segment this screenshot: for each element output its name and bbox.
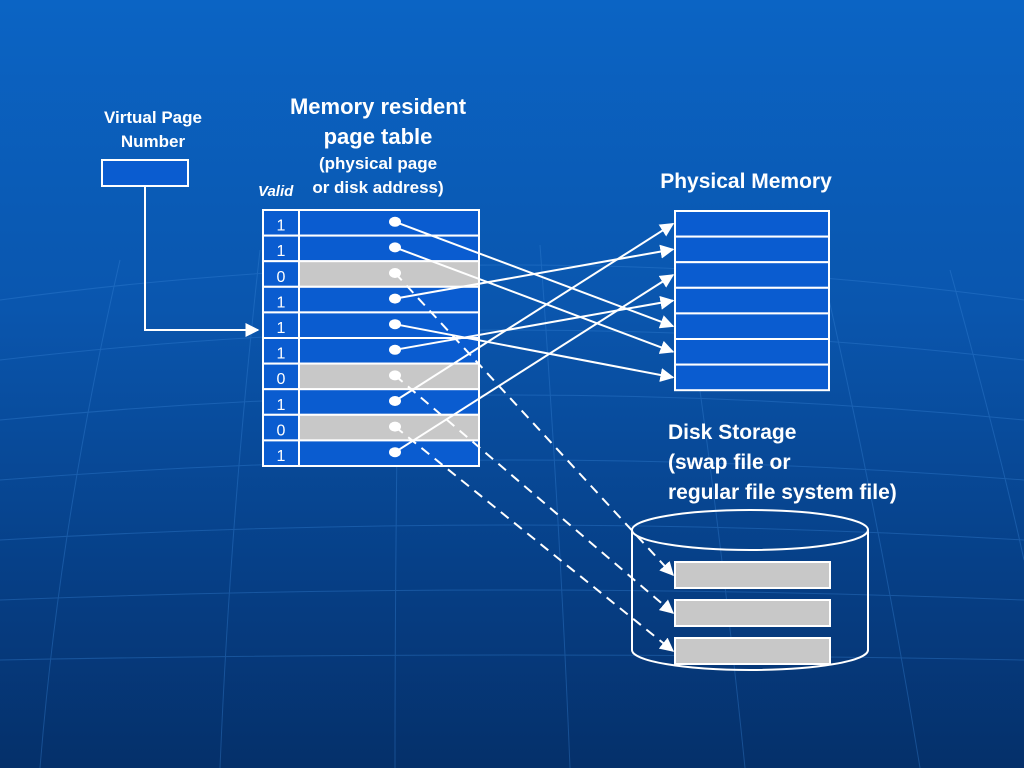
valid-bit-value: 1	[277, 320, 286, 337]
physical-frame	[674, 338, 830, 366]
vpn-label-line2: Number	[120, 132, 186, 151]
page-table-entry	[298, 362, 480, 391]
page-table-row: 0	[262, 260, 480, 288]
page-table-row: 0	[262, 413, 480, 442]
disk-block	[674, 561, 831, 589]
valid-bit-cell	[262, 439, 300, 467]
entry-pointer-dot	[389, 293, 401, 304]
valid-bit-cell	[262, 260, 300, 288]
disk-title-line2: (swap file or	[668, 451, 791, 474]
physical-mapping-arrow	[394, 246, 675, 354]
disk-block	[674, 599, 831, 627]
entry-pointer-dot	[389, 344, 401, 355]
physical-mapping-arrow	[394, 244, 675, 300]
entry-pointer-dot	[389, 268, 401, 278]
page-table-row: 1	[262, 234, 480, 263]
page-table-title-line1: Memory resident	[289, 94, 467, 119]
disk-title-line3: regular file system file)	[668, 481, 897, 504]
valid-column-label: Valid	[258, 183, 294, 200]
vpn-label: Virtual Page Number	[88, 106, 218, 154]
entry-pointer-dot	[389, 242, 401, 253]
valid-bit-value: 1	[277, 294, 286, 311]
entry-pointer-dot	[389, 319, 401, 330]
page-table-title: Memory resident page table	[258, 92, 498, 152]
vpn-box	[101, 159, 189, 187]
disk-storage	[631, 509, 869, 671]
physical-memory	[674, 210, 830, 392]
valid-bit-value: 1	[277, 448, 286, 465]
physical-frame	[674, 261, 830, 289]
physical-mapping-arrow	[394, 295, 675, 351]
physical-frame	[674, 312, 830, 340]
page-table-entry	[298, 209, 480, 237]
page-table-entry	[298, 234, 480, 263]
vpn-label-line1: Virtual Page	[104, 108, 202, 127]
disk-mapping-arrow	[394, 425, 675, 652]
valid-bit-value: 1	[277, 397, 286, 414]
valid-bit-value: 0	[277, 371, 286, 388]
page-table-entry	[298, 260, 480, 288]
page-table-row: 1	[262, 285, 480, 314]
disk-storage-title: Disk Storage (swap file or regular file …	[668, 418, 897, 508]
physical-memory-title: Physical Memory	[660, 170, 832, 193]
page-table-entry	[298, 285, 480, 314]
vpn-pointer-line	[144, 186, 260, 337]
valid-bit-value: 0	[277, 422, 286, 439]
page-table: 1 1 0 1 1 1 0 1 0 1	[262, 209, 480, 467]
page-table-subtitle-line2: or disk address)	[312, 178, 444, 197]
entry-pointer-dot	[389, 216, 401, 227]
physical-frame	[674, 286, 830, 315]
page-table-subtitle: (physical page or disk address)	[278, 152, 478, 200]
entry-pointer-dot	[389, 370, 401, 381]
page-table-row: 1	[262, 209, 480, 237]
page-table-entry	[298, 337, 480, 365]
valid-bit-value: 1	[277, 243, 286, 260]
disk-cylinder-top	[631, 509, 869, 551]
entry-pointer-dot	[389, 421, 401, 432]
page-table-subtitle-line1: (physical page	[318, 154, 438, 173]
valid-bit-value: 1	[277, 218, 286, 235]
mapping-lines	[389, 216, 675, 652]
valid-bit-value: 1	[277, 346, 286, 363]
disk-title-line1: Disk Storage	[668, 421, 797, 444]
page-table-entry	[298, 388, 480, 416]
disk-block	[674, 637, 831, 665]
entry-pointer-dot	[389, 396, 401, 406]
physical-frame	[674, 210, 830, 238]
page-table-row: 1	[262, 439, 480, 467]
page-table-title-line2: page table	[323, 124, 433, 149]
entry-pointer-dot	[389, 447, 401, 458]
valid-bit-value: 0	[277, 269, 286, 286]
physical-mapping-arrow	[394, 222, 675, 402]
physical-frame	[674, 363, 830, 392]
disk-cylinder-body	[631, 530, 869, 671]
page-table-row: 1	[262, 337, 480, 365]
disk-mapping-arrow	[394, 374, 675, 614]
physical-frame	[674, 235, 830, 264]
page-table-entry	[298, 439, 480, 467]
physical-mapping-arrow	[394, 323, 675, 382]
page-table-row: 1	[262, 388, 480, 416]
physical-mapping-arrow	[394, 274, 675, 454]
page-table-entry	[298, 413, 480, 442]
disk-mapping-arrow	[394, 272, 674, 577]
